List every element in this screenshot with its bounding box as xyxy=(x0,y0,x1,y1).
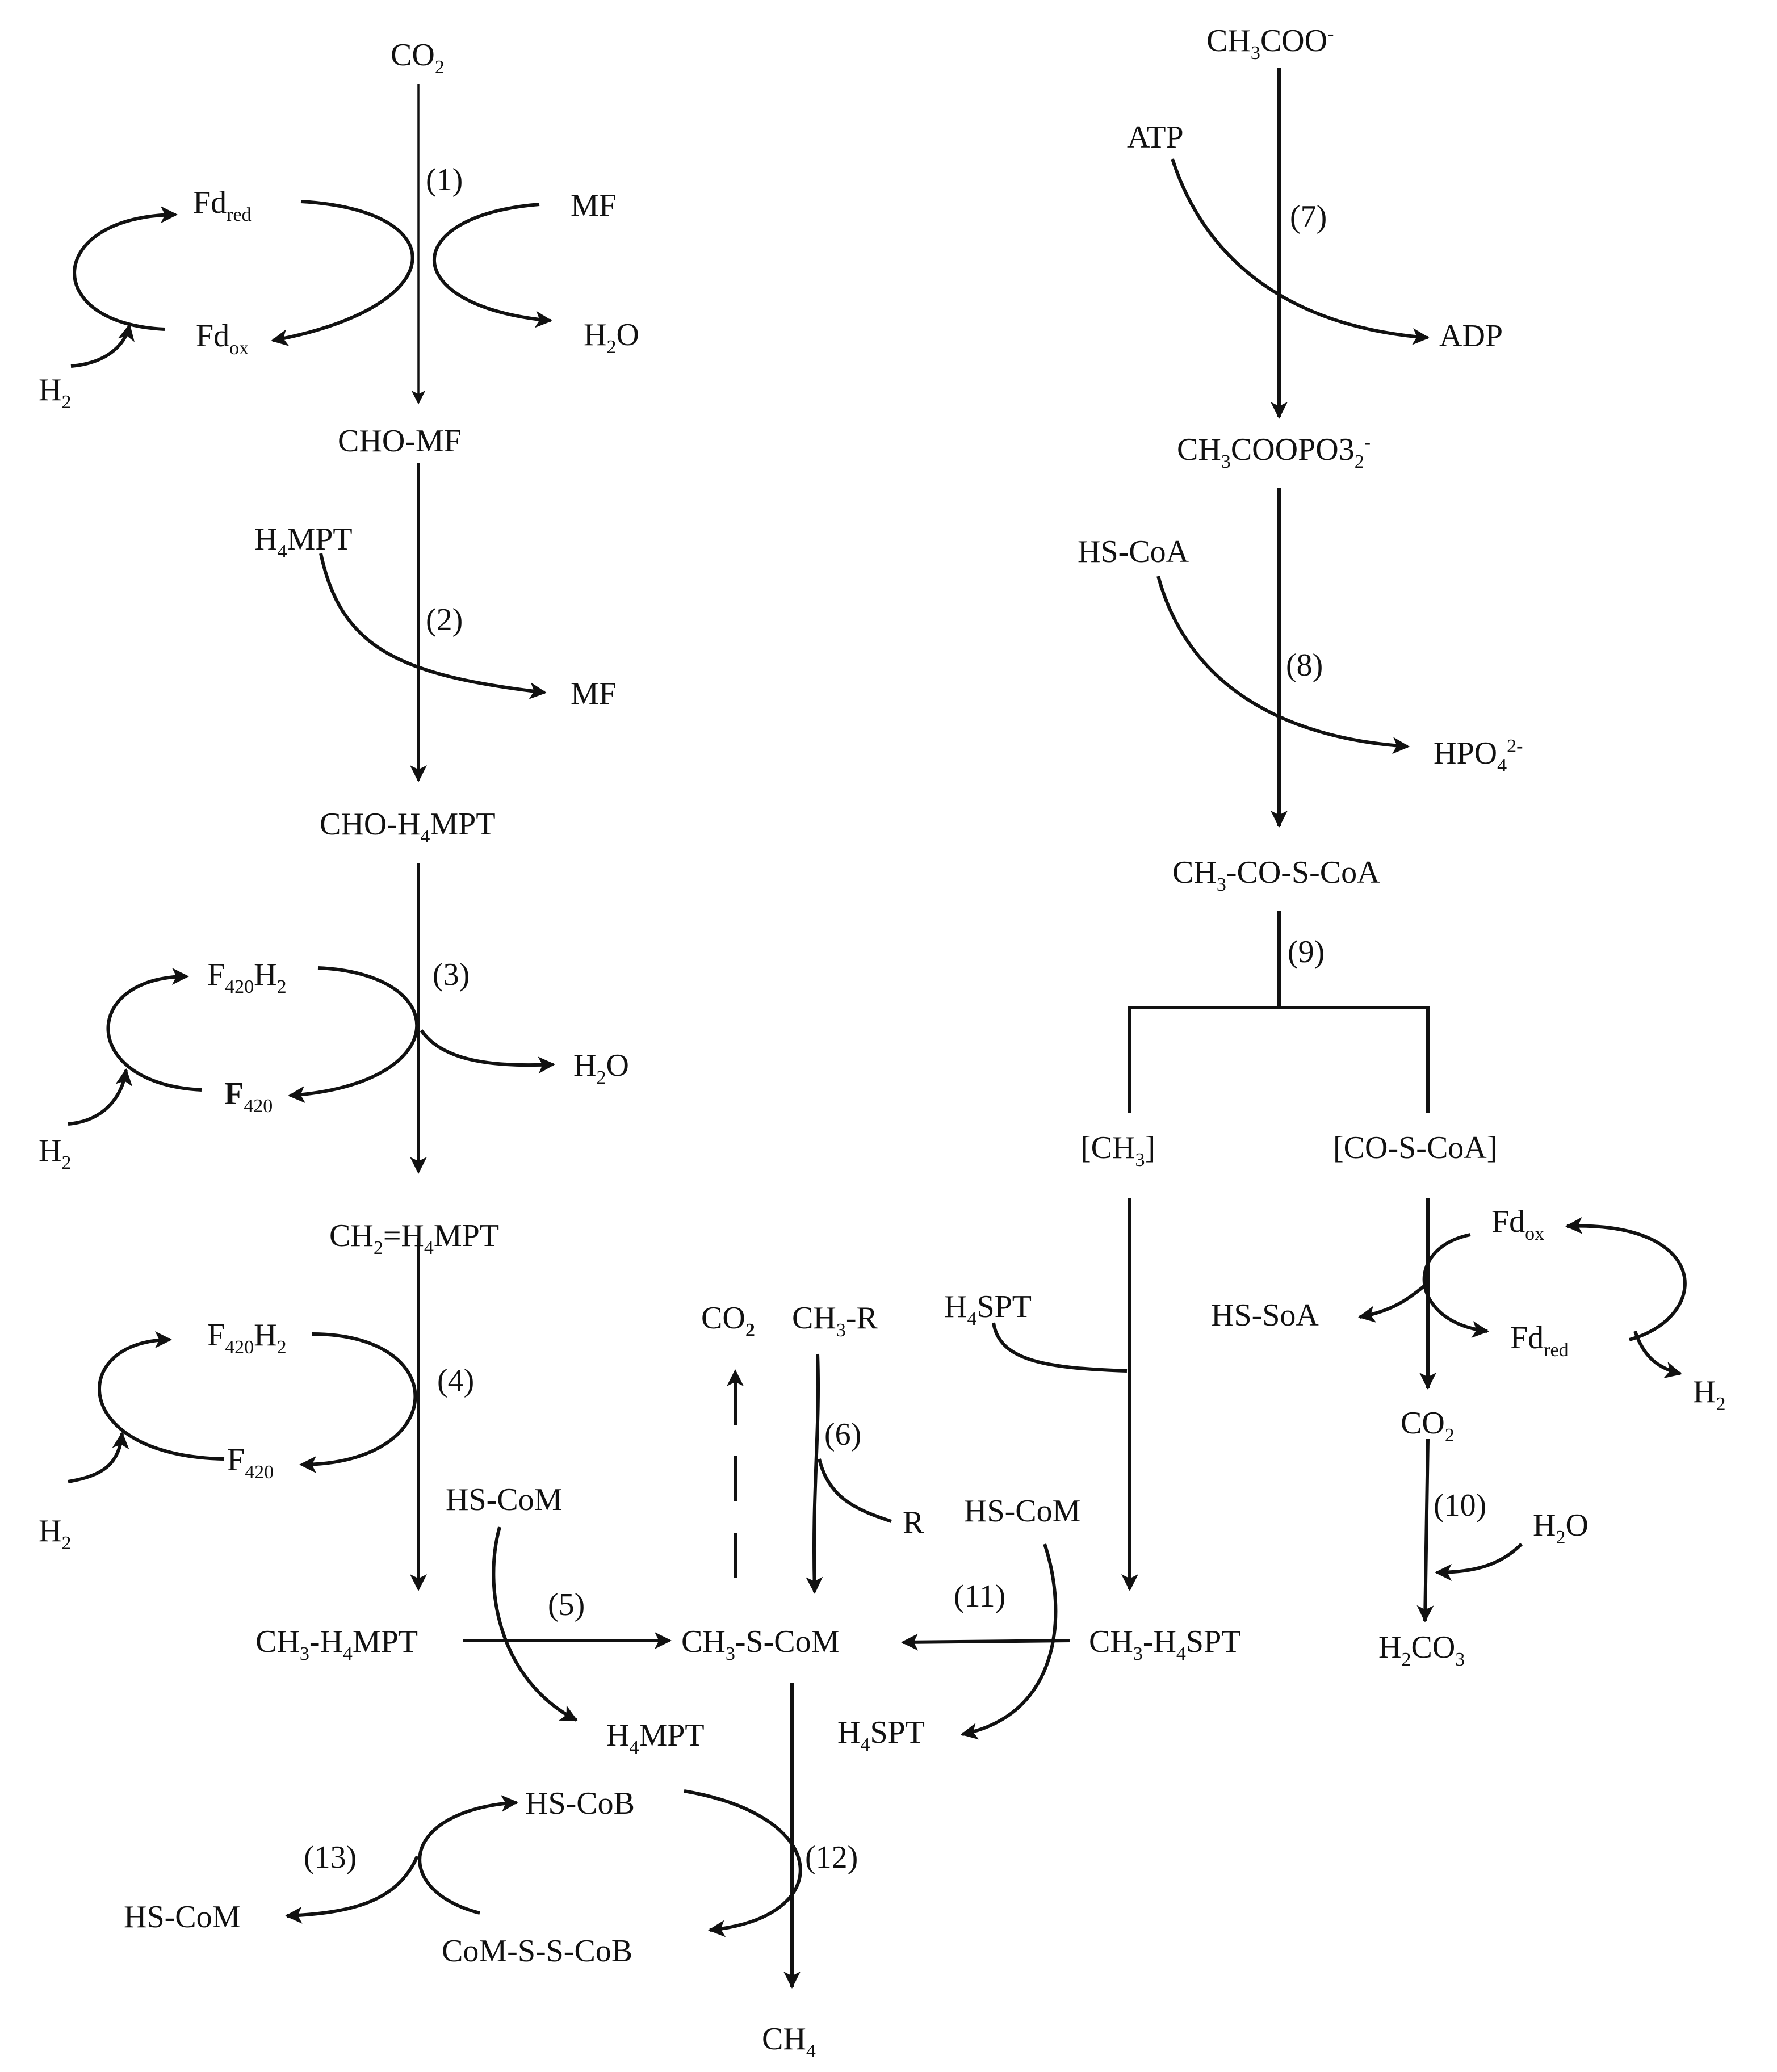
fd-red-label-1: Fdred xyxy=(193,185,252,225)
h2-label-10: H2 xyxy=(1693,1374,1725,1415)
split-bracket xyxy=(1128,1006,1430,1113)
cho-mf-label: CHO-MF xyxy=(338,423,462,459)
arrow-fd-regeneration xyxy=(73,206,178,331)
co-s-coa-label: [CO-S-CoA] xyxy=(1333,1130,1497,1165)
cho-h4mpt-label: CHO-H4MPT xyxy=(320,807,496,847)
arrow-to-r xyxy=(818,1458,892,1523)
step-9-label: (9) xyxy=(1288,934,1325,970)
step-6-label: (6) xyxy=(824,1417,861,1452)
methylotrophic-pathway xyxy=(285,1353,892,1989)
arrow-ch3-h4spt-to-ch3-s-com xyxy=(901,1633,1071,1651)
ch3-s-com-label: CH3-S-CoM xyxy=(681,1624,839,1664)
arrow-h4mpt-to-mf xyxy=(319,553,547,699)
arrow-to-hs-soa xyxy=(1358,1281,1429,1323)
step-8-label: (8) xyxy=(1286,648,1323,683)
h2o-label-3: H2O xyxy=(573,1048,629,1088)
arrow-to-h2o-step3 xyxy=(420,1029,555,1074)
f420-label-4: F420 xyxy=(227,1442,274,1483)
hs-com-label-5: HS-CoM xyxy=(446,1482,562,1517)
h2o-label-10: H2O xyxy=(1533,1508,1589,1548)
arrow-fd-regeneration-10 xyxy=(1565,1217,1687,1341)
arrow-co2-to-h2co3 xyxy=(1416,1438,1434,1622)
f420-label-3: F420 xyxy=(224,1076,273,1117)
arrow-f420h2-to-f420-step4 xyxy=(299,1332,417,1473)
hs-coa-label: HS-CoA xyxy=(1078,534,1189,569)
h4spt-output-label: H4SPT xyxy=(837,1715,925,1755)
arrow-hs-com-to-h4spt xyxy=(961,1543,1058,1740)
ch3-group-label: [CH3] xyxy=(1080,1130,1155,1171)
mf-input-label: MF xyxy=(571,188,617,223)
step-10-label: (10) xyxy=(1434,1488,1486,1523)
hs-com-label-11: HS-CoM xyxy=(964,1494,1080,1529)
co2-label-6: CO2 xyxy=(701,1301,755,1341)
co2-top-label: CO2 xyxy=(391,37,445,78)
arrow-to-h2-10 xyxy=(1633,1331,1682,1378)
adp-label: ADP xyxy=(1439,318,1503,354)
ch2-h4mpt-label: CH2=H4MPT xyxy=(329,1218,499,1259)
step-4-label: (4) xyxy=(437,1363,474,1398)
co2-label-10: CO2 xyxy=(1401,1406,1455,1446)
arrow-fdox-to-fdred xyxy=(1422,1233,1489,1338)
h2-label-1: H2 xyxy=(39,372,71,413)
r-label: R xyxy=(903,1505,924,1540)
h2-label-4: H2 xyxy=(39,1513,71,1554)
acetyl-phosphate-label: CH3COOPO32- xyxy=(1177,432,1371,472)
fd-ox-label-10: Fdox xyxy=(1491,1204,1544,1244)
ch3-r-label: CH3-R xyxy=(792,1301,878,1341)
f420h2-label-4: F420H2 xyxy=(207,1318,287,1358)
ch4-label: CH4 xyxy=(762,2021,816,2062)
fd-ox-label-1: Fdox xyxy=(196,318,249,359)
arrow-f420-regeneration-3 xyxy=(106,968,202,1092)
hs-com-label-13: HS-CoM xyxy=(124,1899,240,1935)
acetoclastic-pathway xyxy=(901,68,1687,1740)
h2-label-3: H2 xyxy=(39,1133,71,1173)
labels: CO2(1)FdredFdoxMFH2OH2CHO-MFH4MPT(2)MFCH… xyxy=(39,23,1725,2062)
mf-output-label: MF xyxy=(571,676,617,711)
ch3-h4mpt-label: CH3-H4MPT xyxy=(255,1624,418,1664)
atp-label: ATP xyxy=(1127,120,1184,155)
arrow-h4spt-input xyxy=(992,1322,1128,1373)
hydrogenotrophic-pathway xyxy=(68,84,672,1722)
h4spt-input-label: H4SPT xyxy=(944,1289,1032,1329)
arrow-to-hs-com-step13 xyxy=(285,1855,419,1924)
arrow-hs-com-to-h4mpt xyxy=(492,1526,578,1722)
arrow-h2-input-4 xyxy=(68,1432,129,1483)
arrow-f420-regeneration-4 xyxy=(98,1331,225,1461)
hs-soa-label: HS-SoA xyxy=(1211,1298,1319,1333)
h4mpt-output-label: H4MPT xyxy=(606,1718,705,1758)
arrow-hs-cob-to-heterodisulfide xyxy=(684,1789,802,1937)
step-2-label: (2) xyxy=(426,602,463,637)
fd-red-label-10: Fdred xyxy=(1510,1320,1569,1361)
acetyl-coa-label: CH3-CO-S-CoA xyxy=(1172,855,1380,895)
h2o-label-1: H2O xyxy=(584,317,639,358)
step-3-label: (3) xyxy=(433,957,470,992)
step-5-label: (5) xyxy=(548,1587,585,1622)
arrow-heterodisulfide-to-hs-cob xyxy=(418,1794,518,1915)
hs-cob-label: HS-CoB xyxy=(525,1786,635,1821)
step-13-label: (13) xyxy=(304,1840,357,1875)
h2co3-label: H2CO3 xyxy=(1378,1630,1465,1670)
arrow-atp-to-adp xyxy=(1171,158,1430,345)
arrow-h2-input-3 xyxy=(68,1068,133,1126)
step-7-label: (7) xyxy=(1290,199,1327,234)
step-11-label: (11) xyxy=(954,1579,1005,1614)
arrow-ch3-r-to-ch3-s-com xyxy=(806,1353,823,1594)
arrow-fdred-to-fdox xyxy=(271,200,414,346)
step-12-label: (12) xyxy=(805,1840,858,1875)
f420h2-label-3: F420H2 xyxy=(207,957,287,997)
arrow-mf-to-h2o xyxy=(432,203,552,328)
ch3-h4spt-label: CH3-H4SPT xyxy=(1089,1624,1240,1664)
h4mpt-input-label: H4MPT xyxy=(254,522,353,562)
step-1-label: (1) xyxy=(426,162,463,198)
arrow-h2-input-1 xyxy=(70,324,135,368)
com-s-s-cob-label: CoM-S-S-CoB xyxy=(442,1933,632,1969)
arrow-h2o-input-10 xyxy=(1435,1542,1523,1581)
arrow-f420h2-to-f420-step3 xyxy=(288,966,419,1104)
arrow-hs-coa-to-hpo4 xyxy=(1156,576,1410,754)
hpo4-label: HPO42- xyxy=(1434,736,1523,776)
acetate-label: CH3COO- xyxy=(1206,23,1334,64)
